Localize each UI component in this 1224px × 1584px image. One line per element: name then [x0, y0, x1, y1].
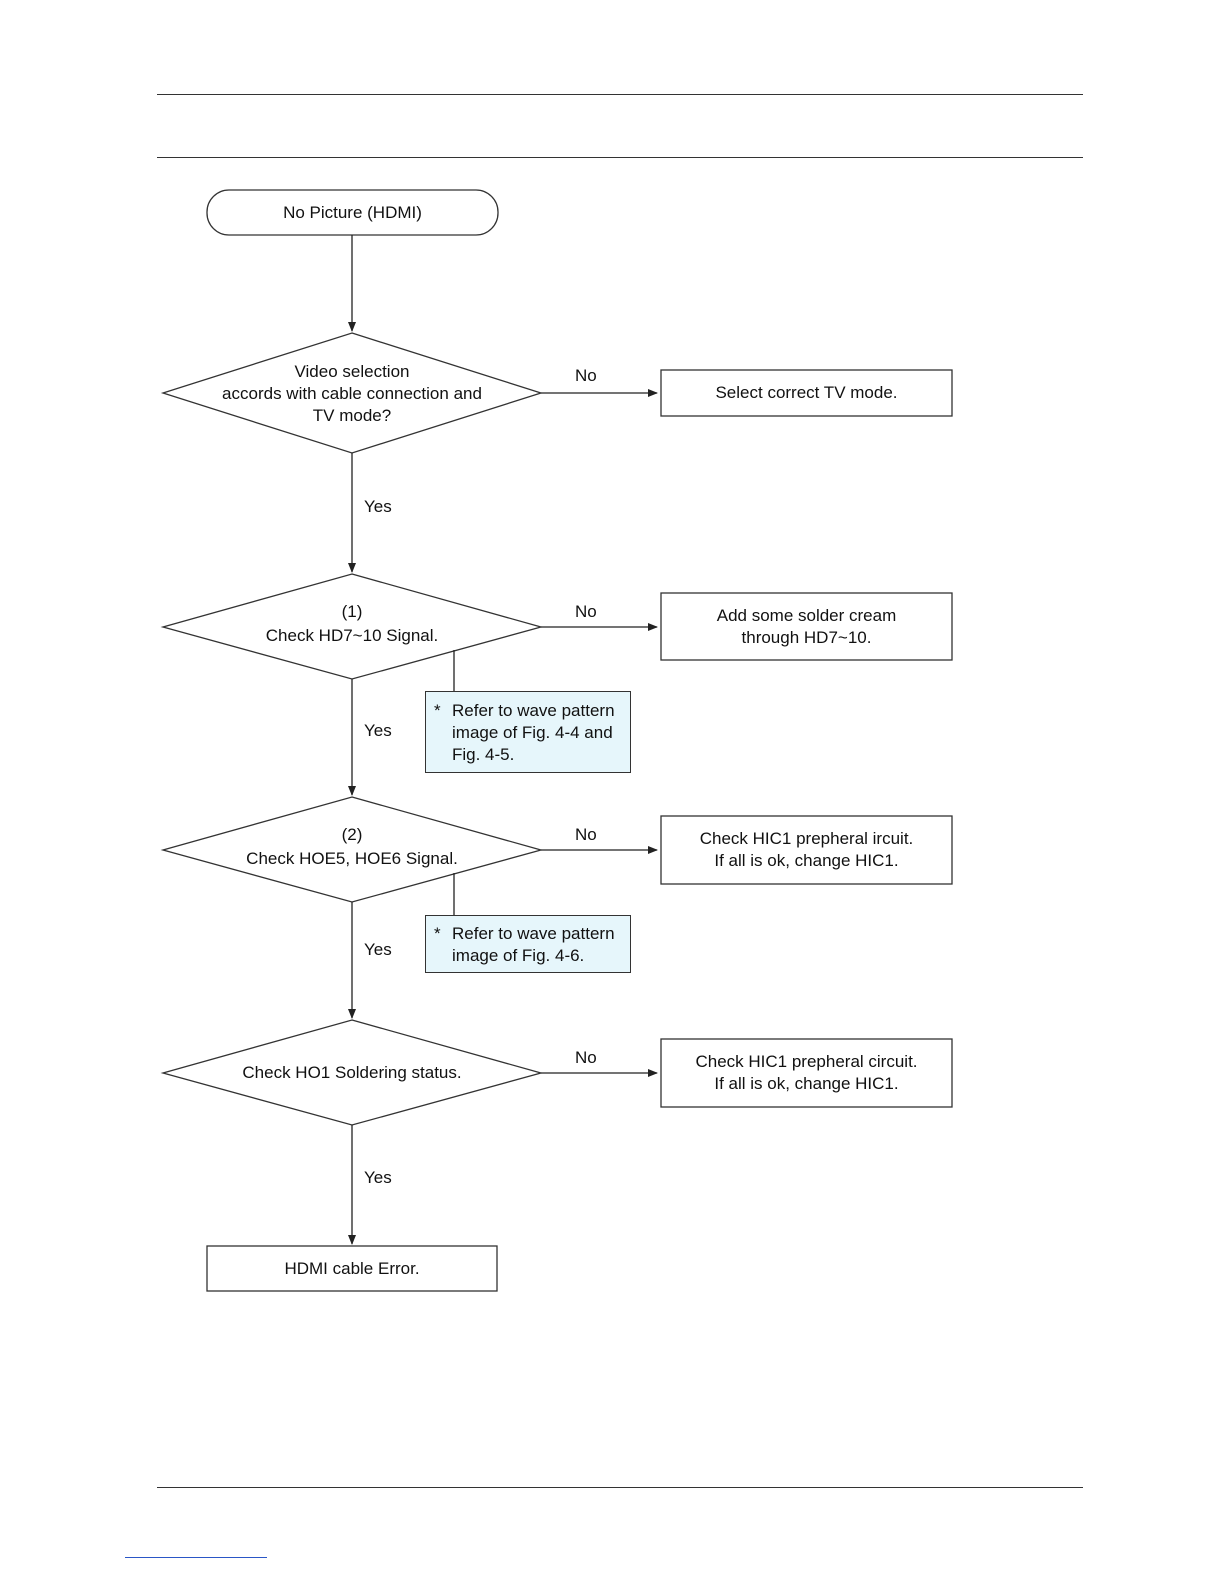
note-2-line-2: image of Fig. 4-6. — [452, 946, 585, 965]
footer-link-underline — [125, 1557, 267, 1558]
action-2-line-2: through HD7~10. — [741, 628, 872, 647]
decision-2-text: (1) Check HD7~10 Signal. — [163, 601, 541, 647]
decision-1-line-1: Video selection — [294, 362, 410, 381]
note-2-box: * Refer to wave pattern image of Fig. 4-… — [425, 915, 631, 973]
branch-no-label-3: No — [575, 825, 597, 844]
decision-4-text: Check HO1 Soldering status. — [163, 1062, 541, 1084]
action-1-box — [660, 369, 953, 417]
branch-yes-label-3: Yes — [364, 940, 392, 959]
action-4-line-1: Check HIC1 prepheral circuit. — [695, 1052, 918, 1071]
header-rule-top — [157, 94, 1083, 95]
note-2-line-1: Refer to wave pattern — [452, 924, 615, 943]
note-1-line-3: Fig. 4-5. — [452, 745, 515, 764]
action-4-line-2: If all is ok, change HIC1. — [714, 1074, 899, 1093]
decision-1-text: Video selection accords with cable conne… — [163, 361, 541, 427]
note-1-marker: * — [434, 701, 441, 720]
decision-1-line-3: TV mode? — [312, 406, 392, 425]
note-1-line-1: Refer to wave pattern — [452, 701, 615, 720]
end-box — [206, 1245, 498, 1292]
header-rule-bottom — [157, 157, 1083, 158]
action-3-box — [660, 815, 953, 885]
action-3-text: Check HIC1 prepheral ircuit. If all is o… — [661, 828, 952, 872]
action-3-line-2: If all is ok, change HIC1. — [714, 851, 899, 870]
action-2-line-1: Add some solder cream — [716, 606, 897, 625]
branch-yes-label-1: Yes — [364, 497, 392, 516]
action-3-line-1: Check HIC1 prepheral ircuit. — [699, 829, 914, 848]
decision-4-line-1: Check HO1 Soldering status. — [242, 1063, 462, 1082]
end-label: HDMI cable Error. — [284, 1259, 420, 1278]
branch-yes-label-2: Yes — [364, 721, 392, 740]
note-1-box: * Refer to wave pattern image of Fig. 4-… — [425, 691, 631, 773]
decision-2-line-2: Check HD7~10 Signal. — [265, 626, 439, 645]
decision-3-line-2: Check HOE5, HOE6 Signal. — [246, 849, 458, 868]
action-2-text: Add some solder cream through HD7~10. — [661, 605, 952, 649]
action-1-line-1: Select correct TV mode. — [715, 383, 898, 402]
decision-3-text: (2) Check HOE5, HOE6 Signal. — [163, 824, 541, 870]
note-2-marker: * — [434, 924, 441, 943]
footer-rule — [157, 1487, 1083, 1488]
start-label: No Picture (HDMI) — [283, 203, 422, 222]
branch-yes-label-4: Yes — [364, 1168, 392, 1187]
action-1-text: Select correct TV mode. — [661, 382, 952, 404]
note-1-line-2: image of Fig. 4-4 and — [452, 723, 613, 742]
branch-no-label-2: No — [575, 602, 597, 621]
decision-2-line-1: (1) — [341, 602, 363, 621]
decision-3-line-1: (2) — [341, 825, 363, 844]
decision-1-line-2: accords with cable connection and — [222, 384, 482, 403]
branch-no-label-4: No — [575, 1048, 597, 1067]
action-4-text: Check HIC1 prepheral circuit. If all is … — [661, 1051, 952, 1095]
action-4-box — [660, 1038, 953, 1108]
branch-no-label-1: No — [575, 366, 597, 385]
action-2-box — [660, 592, 953, 661]
